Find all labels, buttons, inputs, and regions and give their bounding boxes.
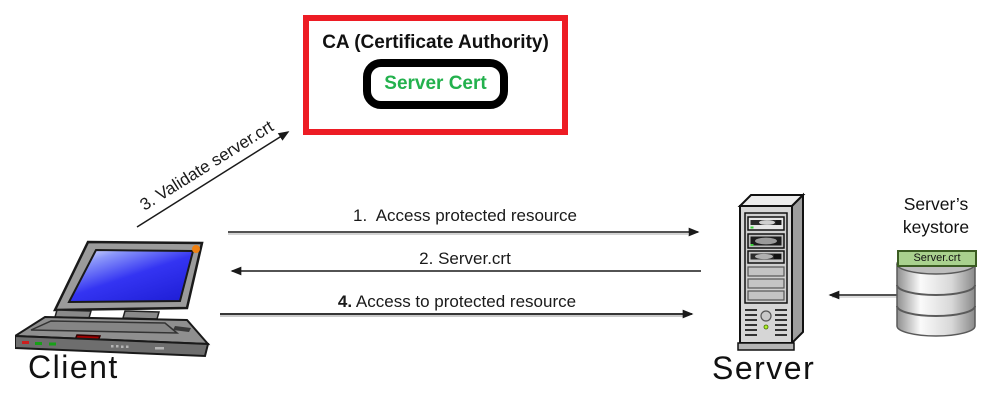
arrow-step2-label: 2. Server.crt: [419, 249, 511, 268]
server-side-face: [791, 192, 804, 346]
server-vents: [745, 309, 787, 336]
keystore-title: Server’s keystore: [902, 194, 970, 237]
server-power-led: [763, 324, 769, 330]
server-drive-bay-2: [747, 233, 785, 249]
arrow-step4-label: 4. Access to protected resource: [222, 292, 692, 312]
laptop-icon: [15, 240, 211, 358]
server-cert-label: Server Cert: [384, 73, 487, 94]
client-label: Client: [28, 349, 119, 385]
arrow-step3-line: [136, 131, 290, 228]
server-drive-bay-3: [747, 250, 785, 264]
ca-title: CA (Certificate Authority): [322, 32, 549, 53]
server-cert-badge: Server Cert: [363, 59, 508, 109]
server-power-button: [760, 310, 772, 322]
server-tower-icon: [737, 192, 806, 351]
server-label: Server: [712, 350, 816, 386]
arrow-step4-text: Access to protected resource: [352, 292, 577, 311]
arrow-step4-number: 4.: [337, 292, 353, 311]
keystore-file-badge: Server.crt: [897, 250, 977, 267]
laptop-power-led: [192, 245, 200, 253]
laptop-screen: [67, 248, 195, 304]
arrow-step1-label: 1. Access protected resource: [353, 206, 577, 225]
ca-box: CA (Certificate Authority) Server Cert: [303, 15, 568, 135]
server-drive-bay-1: [747, 216, 785, 231]
